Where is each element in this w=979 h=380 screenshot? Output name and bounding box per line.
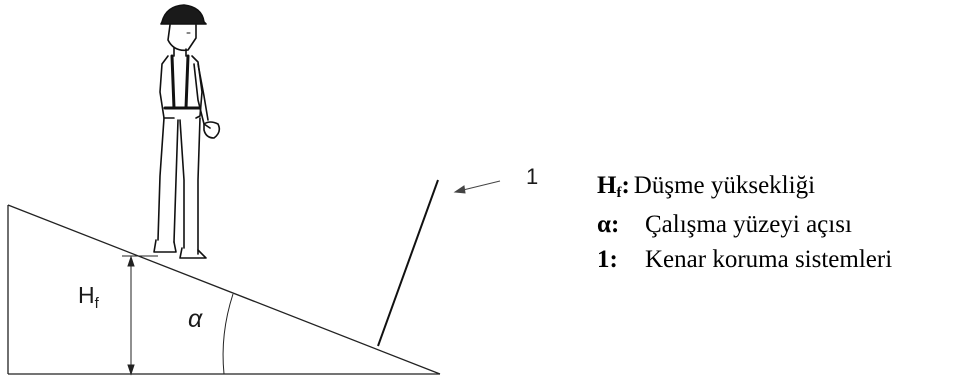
worker-figure: [153, 4, 221, 259]
callout-arrow: [453, 180, 501, 194]
legend-key: 1:: [597, 242, 641, 277]
legend-item-fall-height: Hf: Düşme yüksekliği: [597, 168, 892, 207]
edge-protection-pole: [377, 179, 439, 347]
angle-arc: [222, 293, 234, 375]
legend-item-edge-protection: 1: Kenar koruma sistemleri: [597, 242, 892, 277]
legend-key-main: 1:: [597, 246, 618, 273]
legend-key-sub: f: [616, 185, 622, 201]
legend-text: Çalışma yüzeyi açısı: [645, 211, 852, 238]
legend-key: α:: [597, 207, 641, 242]
legend-item-angle: α: Çalışma yüzeyi açısı: [597, 207, 892, 242]
legend-key: Hf:: [597, 168, 630, 207]
legend-key-main: H: [597, 172, 617, 199]
legend: Hf: Düşme yüksekliği α: Çalışma yüzeyi a…: [597, 168, 892, 277]
slope-outline: [7, 204, 441, 375]
angle-label: α: [188, 305, 203, 333]
legend-key-suffix: :: [621, 172, 630, 199]
fall-height-dimension: [122, 255, 158, 376]
legend-text: Kenar koruma sistemleri: [645, 246, 893, 273]
fall-height-label: Hf: [78, 282, 100, 312]
callout-label: 1: [526, 164, 538, 189]
legend-text: Düşme yüksekliği: [633, 172, 816, 199]
legend-key-main: α:: [597, 211, 620, 238]
